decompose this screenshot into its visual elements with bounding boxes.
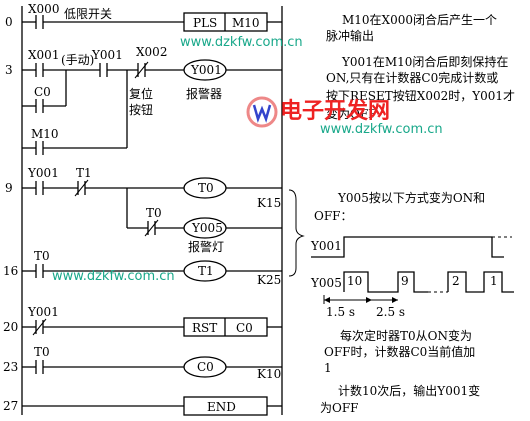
- contact-label: T0: [34, 345, 50, 359]
- instruction-name: PLS: [193, 16, 217, 30]
- rung-20: 20 Y001 RST C0: [3, 305, 282, 337]
- step-number: 0: [5, 15, 13, 29]
- contact-label: Y001: [27, 166, 59, 180]
- note-text: 按下RESET按钮X002时，Y001才: [326, 88, 515, 103]
- branch-contact-label: M10: [31, 127, 59, 141]
- timing-row-label: Y005: [310, 276, 342, 290]
- instruction-name: END: [207, 400, 236, 414]
- pulse-count: 1: [490, 274, 498, 288]
- note-text: 脉冲输出: [326, 28, 374, 43]
- watermark-url: www.dzkfw.com.cn: [320, 122, 443, 137]
- contact-label: Y001: [27, 305, 59, 319]
- pulse-count: 2: [452, 274, 460, 288]
- coil-note: 报警灯: [188, 239, 224, 254]
- note-text: 计数10次后，输出Y001变: [338, 383, 480, 398]
- rung-9: 9 Y001 T1 T0 K15 T0 Y005 报警灯: [5, 166, 282, 254]
- instruction-arg: C0: [236, 321, 253, 335]
- watermark-url: www.dzkfw.com.cn: [52, 269, 175, 284]
- rung-0: 0 X000 低限开关 PLS M10: [5, 2, 282, 32]
- step-number: 20: [3, 320, 18, 334]
- note-text: OFF：: [314, 209, 353, 223]
- site-logo: 电子开发网: [246, 96, 390, 128]
- contact-note: 复位: [129, 86, 153, 101]
- note-text: 1: [324, 361, 332, 375]
- brace: [288, 189, 305, 277]
- coil-note: 报警器: [186, 86, 222, 101]
- instruction-arg: M10: [232, 16, 260, 30]
- contact-label: T1: [76, 166, 92, 180]
- note-text: 变为OFF: [326, 106, 377, 121]
- note-text: Y005按以下方式变为ON和: [337, 190, 485, 205]
- on-time-label: 1.5 s: [326, 305, 355, 319]
- coil-label: C0: [197, 360, 214, 374]
- contact-label: T0: [146, 206, 162, 220]
- coil-label: T0: [198, 181, 214, 195]
- watermark-url: www.dzkfw.com.cn: [180, 35, 303, 50]
- contact-note: 按钮: [129, 102, 153, 117]
- rung-27: 27 END: [3, 396, 282, 416]
- contact-label: X001: [28, 48, 59, 62]
- note-text: OFF时，计数器C0当前值加: [324, 344, 475, 359]
- rung-16: 16 T0 T1 K25: [3, 249, 282, 287]
- step-number: 16: [3, 264, 18, 278]
- timing-row-label: Y001: [310, 239, 342, 253]
- contact-label: X000: [28, 2, 59, 16]
- step-number: 23: [3, 360, 18, 374]
- counter-setting: K10: [257, 367, 281, 381]
- logo-ring-icon: [246, 96, 278, 128]
- logo-w-icon: [252, 104, 272, 123]
- timer-setting: K25: [257, 273, 281, 287]
- contact-label: X002: [136, 45, 167, 59]
- note-text: M10在X000闭合后产生一个: [342, 12, 497, 27]
- note-text: 每次定时器T0从ON变为: [340, 328, 472, 343]
- timer-setting: K15: [257, 196, 281, 210]
- pulse-count: 9: [401, 274, 409, 288]
- pulse-count: 10: [347, 274, 362, 288]
- notes: M10在X000闭合后产生一个 脉冲输出 Y001在M10闭合后即刻保持在 ON…: [314, 12, 515, 415]
- note-text: Y001在M10闭合后即刻保持在: [341, 54, 508, 69]
- note-text: 为OFF: [320, 401, 359, 415]
- note-text: ON,只有在计数器C0完成计数或: [326, 70, 498, 85]
- timing-diagram: Y001 Y005 10 9 2 1 1.5 s 2.5 s: [310, 236, 514, 319]
- logo-text: 电子开发网: [280, 98, 390, 124]
- step-number: 9: [5, 181, 13, 195]
- instruction-name: RST: [192, 321, 217, 335]
- contact-label: T0: [34, 249, 50, 263]
- contact-note: (手动): [61, 53, 94, 67]
- contact-note: 低限开关: [64, 7, 112, 21]
- branch-contact-label: C0: [34, 85, 51, 99]
- coil-label: Y005: [191, 221, 223, 235]
- y005-waveform: [343, 271, 428, 293]
- rung-3: 3 X001 (手动) Y001 X002 复位 按钮 Y001 报警器 C0: [5, 45, 282, 155]
- step-number: 27: [3, 399, 18, 413]
- step-number: 3: [5, 63, 13, 77]
- y001-waveform: [311, 236, 504, 258]
- coil-label: Y001: [190, 63, 222, 77]
- off-time-label: 2.5 s: [376, 305, 405, 319]
- contact-label: Y001: [91, 48, 123, 62]
- rung-23: 23 T0 C0 K10: [3, 345, 282, 381]
- coil-label: T1: [198, 264, 214, 278]
